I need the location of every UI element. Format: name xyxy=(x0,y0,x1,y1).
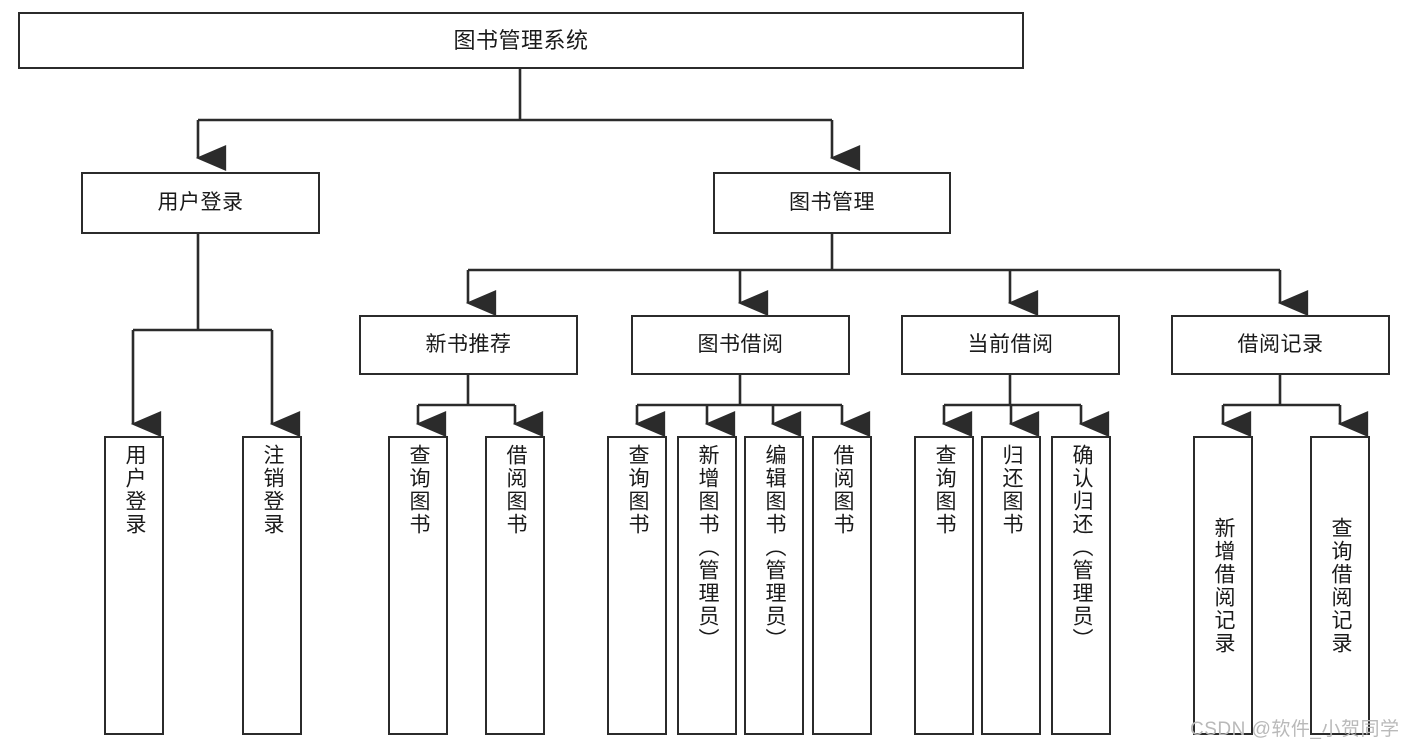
node-new-book-recommendation[interactable]: 新书推荐 xyxy=(359,315,578,375)
leaf-query-books-new[interactable]: 查询图书 xyxy=(388,436,448,735)
node-label: 归还图书 xyxy=(1000,444,1024,536)
leaf-borrow-books[interactable]: 借阅图书 xyxy=(812,436,872,735)
leaf-query-books-current[interactable]: 查询图书 xyxy=(914,436,974,735)
node-borrow-records[interactable]: 借阅记录 xyxy=(1171,315,1390,375)
node-label: 查询图书 xyxy=(407,444,431,536)
node-label: 借阅记录 xyxy=(1237,332,1324,356)
csdn-watermark: CSDN @软件_小贺同学 xyxy=(1190,719,1400,740)
node-label: 查询图书 xyxy=(626,444,650,536)
leaf-query-borrow-record[interactable]: 查询借阅记录 xyxy=(1310,436,1370,735)
leaf-borrow-books-new[interactable]: 借阅图书 xyxy=(485,436,545,735)
leaf-return-books[interactable]: 归还图书 xyxy=(981,436,1041,735)
node-root-system[interactable]: 图书管理系统 xyxy=(18,12,1024,69)
leaf-confirm-return-admin[interactable]: 确认归还（管理员） xyxy=(1051,436,1111,735)
leaf-logout[interactable]: 注销登录 xyxy=(242,436,302,735)
node-label: 注销登录 xyxy=(261,444,285,536)
node-book-management[interactable]: 图书管理 xyxy=(713,172,951,234)
node-label: 新书推荐 xyxy=(425,332,512,356)
node-label: 借阅图书 xyxy=(504,444,528,536)
node-label: 用户登录 xyxy=(157,190,244,214)
node-label: 编辑图书（管理员） xyxy=(763,444,787,651)
node-label: 用户登录 xyxy=(123,444,147,536)
node-label: 查询借阅记录 xyxy=(1329,516,1353,655)
node-current-borrowing[interactable]: 当前借阅 xyxy=(901,315,1120,375)
node-label: 借阅图书 xyxy=(831,444,855,536)
leaf-edit-book-admin[interactable]: 编辑图书（管理员） xyxy=(744,436,804,735)
node-label: 确认归还（管理员） xyxy=(1070,444,1094,651)
leaf-query-books-borrow[interactable]: 查询图书 xyxy=(607,436,667,735)
node-label: 图书管理系统 xyxy=(453,27,589,53)
node-user-login[interactable]: 用户登录 xyxy=(81,172,320,234)
node-label: 当前借阅 xyxy=(967,332,1054,356)
node-label: 查询图书 xyxy=(933,444,957,536)
node-book-borrowing[interactable]: 图书借阅 xyxy=(631,315,850,375)
node-label: 图书借阅 xyxy=(697,332,784,356)
leaf-add-book-admin[interactable]: 新增图书（管理员） xyxy=(677,436,737,735)
leaf-user-login[interactable]: 用户登录 xyxy=(104,436,164,735)
node-label: 新增图书（管理员） xyxy=(696,444,720,651)
node-label: 新增借阅记录 xyxy=(1212,516,1236,655)
leaf-add-borrow-record[interactable]: 新增借阅记录 xyxy=(1193,436,1253,735)
node-label: 图书管理 xyxy=(789,190,875,214)
